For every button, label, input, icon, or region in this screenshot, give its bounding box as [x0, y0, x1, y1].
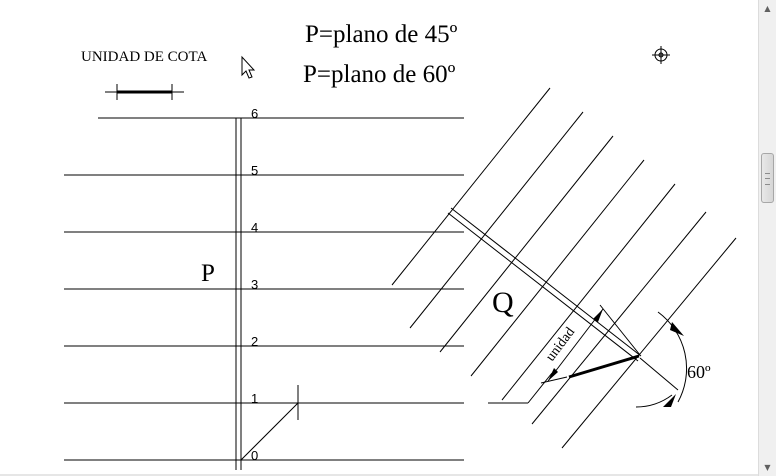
scale-tick-4: 4 — [251, 220, 258, 235]
drawing-canvas: P=plano de 45º P=plano de 60º UNIDAD DE … — [64, 21, 737, 470]
plane-q-label: Q — [492, 286, 514, 319]
scale-tick-0: 0 — [251, 448, 258, 463]
plane-p-label: P — [201, 260, 215, 287]
max-slope-double-line — [447, 207, 642, 362]
angle-arc-60 — [635, 311, 688, 408]
crosshair-target-icon[interactable] — [652, 46, 670, 64]
scale-tick-6: 6 — [251, 106, 258, 121]
arrow-cursor-icon — [241, 55, 256, 79]
scale-tick-1: 1 — [251, 391, 258, 406]
angle-extension — [488, 357, 679, 404]
scroll-down-arrow-icon[interactable]: ▼ — [764, 463, 771, 472]
title-plane-60: P=plano de 60º — [303, 61, 456, 88]
title-plane-45: P=plano de 45º — [305, 21, 458, 48]
unidad-dimension — [540, 304, 641, 384]
construction-45 — [240, 385, 299, 461]
scale-tick-3: 3 — [251, 277, 258, 292]
unit-segment — [568, 354, 640, 379]
angle-label: 60º — [687, 362, 711, 382]
plane-q-hatch — [391, 87, 737, 449]
scale-tick-2: 2 — [251, 334, 258, 349]
scroll-thumb[interactable] — [761, 153, 774, 203]
scale-tick-5: 5 — [251, 163, 258, 178]
unit-label: UNIDAD DE COTA — [81, 49, 207, 65]
level-lines — [64, 117, 464, 461]
vertical-scrollbar[interactable]: ▲ ▼ — [758, 0, 776, 476]
unidad-label: unidad — [543, 325, 578, 364]
bottom-edge — [0, 474, 758, 476]
scroll-up-arrow-icon[interactable]: ▲ — [764, 4, 771, 13]
unit-scale-bar — [105, 84, 184, 100]
scroll-grip-icon — [765, 173, 770, 185]
vertical-scale — [235, 118, 242, 470]
